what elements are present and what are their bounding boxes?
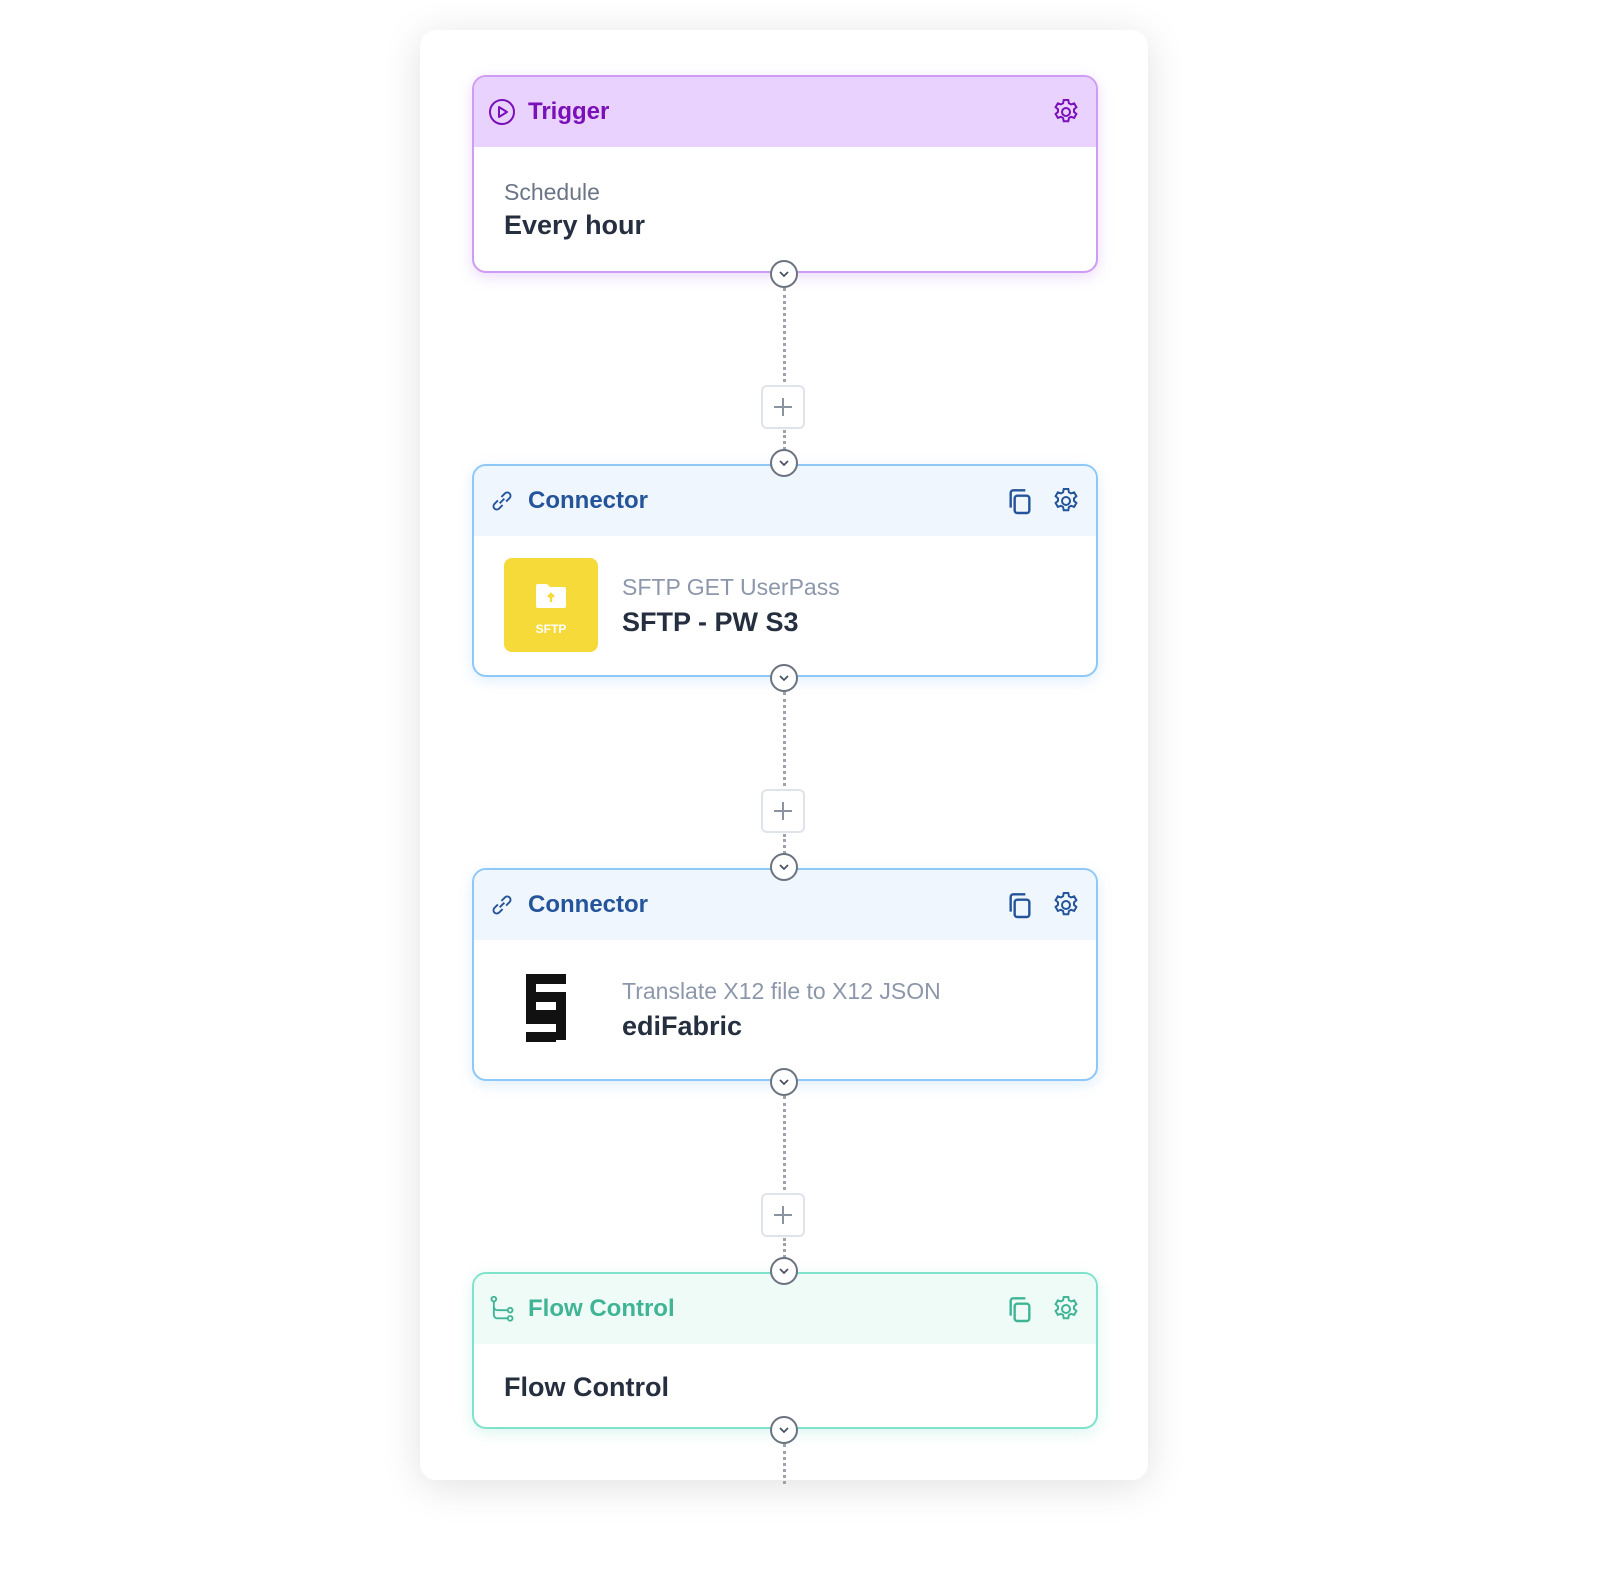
add-step-button[interactable]: [761, 1193, 805, 1237]
collapse-node[interactable]: [770, 1416, 798, 1444]
collapse-node[interactable]: [770, 260, 798, 288]
folder-upload-icon: [536, 584, 566, 608]
add-step-button[interactable]: [761, 789, 805, 833]
connector-line: [783, 1096, 786, 1196]
gear-icon[interactable]: [1050, 889, 1082, 921]
chevron-down-icon: [779, 864, 789, 871]
plus-icon: [774, 398, 792, 416]
flow-control-title: Flow Control: [528, 1295, 675, 1322]
connector-value: SFTP - PW S3: [622, 607, 799, 637]
connector-label: Translate X12 file to X12 JSON: [622, 978, 941, 1004]
chevron-down-icon: [779, 1079, 789, 1086]
copy-icon[interactable]: [1004, 1293, 1036, 1325]
connector-header: Connector: [474, 466, 1096, 536]
gear-icon[interactable]: [1050, 485, 1082, 517]
connector-label: SFTP GET UserPass: [622, 574, 840, 600]
flow-control-card[interactable]: Flow Control Flow Control: [472, 1272, 1098, 1429]
plus-icon: [774, 802, 792, 820]
trigger-label: Schedule: [504, 179, 600, 205]
gear-icon[interactable]: [1050, 96, 1082, 128]
chevron-down-icon: [779, 271, 789, 278]
chevron-down-icon: [779, 1427, 789, 1434]
chevron-down-icon: [779, 1268, 789, 1275]
collapse-node[interactable]: [770, 1068, 798, 1096]
connector-line: [783, 692, 786, 792]
collapse-node[interactable]: [770, 664, 798, 692]
play-circle-icon: [489, 99, 515, 125]
chevron-down-icon: [779, 460, 789, 467]
trigger-title: Trigger: [528, 98, 610, 125]
collapse-node[interactable]: [770, 449, 798, 477]
trigger-header: Trigger: [474, 77, 1096, 147]
trigger-card[interactable]: Trigger Schedule Every hour: [472, 75, 1098, 273]
copy-icon[interactable]: [1004, 889, 1036, 921]
add-step-button[interactable]: [761, 385, 805, 429]
sftp-logo: SFTP: [504, 558, 598, 652]
sftp-logo-text: SFTP: [535, 622, 567, 636]
copy-icon[interactable]: [1004, 485, 1036, 517]
connector-line: [783, 1444, 786, 1484]
flow-control-header: Flow Control: [474, 1274, 1096, 1344]
collapse-node[interactable]: [770, 853, 798, 881]
link-icon: [492, 895, 512, 915]
connector-title: Connector: [528, 891, 648, 918]
connector-title: Connector: [528, 487, 648, 514]
branch-icon: [490, 1295, 514, 1322]
collapse-node[interactable]: [770, 1257, 798, 1285]
connector-card-sftp[interactable]: Connector SFTP SFTP GET UserPass SFTP - …: [472, 464, 1098, 677]
connector-line: [783, 288, 786, 388]
connector-value: ediFabric: [622, 1011, 743, 1041]
edifabric-logo: [504, 962, 598, 1056]
connector-line: [783, 430, 786, 450]
trigger-value: Every hour: [504, 210, 646, 240]
connector-card-edifabric[interactable]: Connector Translate X12 file to X12 JSON…: [472, 868, 1098, 1081]
connector-line: [783, 1238, 786, 1258]
chevron-down-icon: [779, 675, 789, 682]
plus-icon: [774, 1206, 792, 1224]
flow-control-value: Flow Control: [504, 1372, 669, 1402]
gear-icon[interactable]: [1050, 1293, 1082, 1325]
link-icon: [492, 491, 512, 511]
connector-line: [783, 834, 786, 854]
connector-header: Connector: [474, 870, 1096, 940]
